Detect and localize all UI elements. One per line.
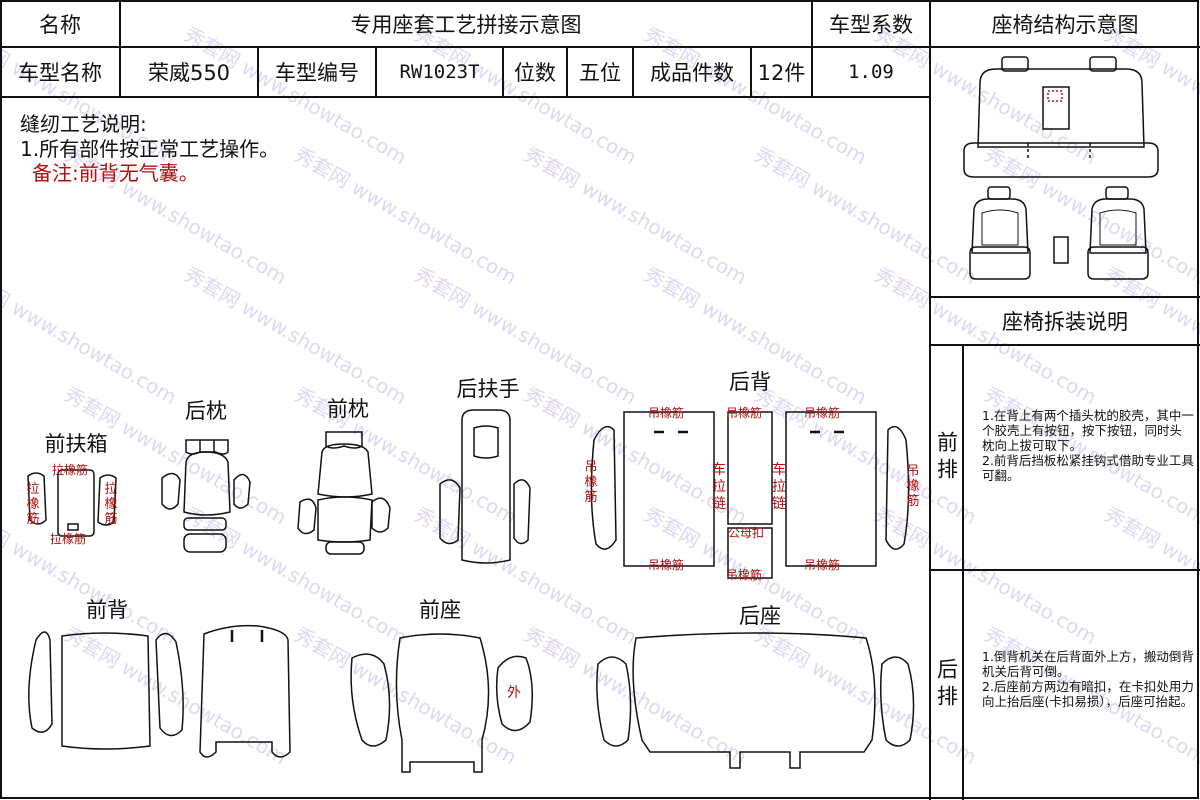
structure-title: 座椅结构示意图 [991,12,1139,37]
part-label-rear-seat: 后座 [739,604,781,628]
mark-hang-rubber-mid-top: 吊橡筋 [726,406,763,420]
coef-value: 1.09 [848,61,894,83]
mark-pull-rubber-bottom: 拉橡筋 [50,532,87,546]
model-name-value: 荣威550 [147,61,231,85]
mark-hang-rubber-mid-bottom: 吊橡筋 [726,568,763,582]
mark-snap-button: 公母扣 [728,526,765,540]
rear-pillow-pieces [161,439,251,553]
model-code-value: RW1023T [399,61,480,83]
rear-bench-cushion [963,142,1159,178]
front-armrest-pieces [27,469,117,537]
part-label-rear-pillow: 后枕 [185,399,227,423]
mark-hang-rubber-left-top: 吊橡筋 [648,406,685,420]
mark-hang-rubber-right-top: 吊橡筋 [804,406,841,420]
part-label-front-armrest: 前扶箱 [44,432,108,456]
mark-hang-rubber-right-side: 吊橡筋 [906,464,920,509]
pattern-pieces-diagram [27,409,915,773]
front-right-cushion [1087,246,1149,280]
front-right-headrest [1105,186,1129,200]
rear-headrest-right [1089,56,1117,72]
front-pillow-pieces [297,431,391,555]
sewing-remark: 备注:前背无气囊。 [32,161,199,185]
coef-label: 车型系数 [829,12,913,37]
front-row-notes: 1.在背上有两个插头枕的胶壳，其中一个胶壳上有按钮，按下按钮，同时头枕向上拔可取… [982,408,1194,483]
seats-label: 位数 [514,61,556,85]
part-label-front-back: 前背 [86,598,128,622]
mark-hang-rubber-left-bottom: 吊橡筋 [648,558,685,572]
part-label-rear-back: 后背 [729,370,771,394]
front-left-back [971,198,1029,254]
part-label-front-pillow: 前枕 [327,397,369,421]
part-label-rear-armrest: 后扶手 [456,377,520,401]
page-title: 专用座套工艺拼接示意图 [350,12,582,37]
pieces-label: 成品件数 [650,61,734,85]
mark-zipper-left: 车拉链 [712,462,726,512]
front-row-label: 前排 [934,430,959,485]
name-label: 名称 [39,12,81,37]
model-code-label: 车型编号 [275,61,359,85]
rear-bench-back [977,68,1145,148]
mark-outer-side: 外 [507,685,521,701]
mark-zipper-right: 车拉链 [772,462,786,512]
mark-hang-rubber-right-bottom: 吊橡筋 [804,558,841,572]
sewing-heading: 缝纫工艺说明: [20,112,147,136]
seats-value: 五位 [579,61,621,85]
rear-seat-pieces [596,632,915,769]
rear-row-label: 后排 [934,658,959,712]
model-name-label: 车型名称 [18,61,102,85]
seat-structure-diagram [963,56,1159,280]
mark-hang-rubber-left-side: 吊橡筋 [584,460,598,505]
front-back-pieces [28,624,291,758]
rear-armrest-hatch [1042,86,1070,130]
rear-back-pieces [590,411,910,579]
rear-armrest-pieces [439,409,531,564]
mark-pull-rubber-left: 拉橡筋 [26,482,40,527]
front-seat-pieces [350,633,533,773]
sewing-item-1: 1.所有部件按正常工艺操作。 [20,137,280,161]
rear-row-notes: 1.倒背机关在后背面外上方，搬动倒背机关后背可倒。 2.后座前方两边有暗扣，在卡… [982,649,1194,709]
front-left-headrest [987,186,1011,200]
mark-pull-rubber-top: 拉橡筋 [52,463,89,477]
front-left-cushion [969,246,1031,280]
part-label-front-seat: 前座 [419,598,461,622]
mark-pull-rubber-right: 拉橡筋 [104,482,118,527]
front-right-back [1089,198,1147,254]
console-box [1053,236,1069,264]
rear-headrest-left [1001,56,1029,72]
disassembly-title: 座椅拆装说明 [1002,310,1128,334]
pieces-value: 12件 [757,61,806,85]
